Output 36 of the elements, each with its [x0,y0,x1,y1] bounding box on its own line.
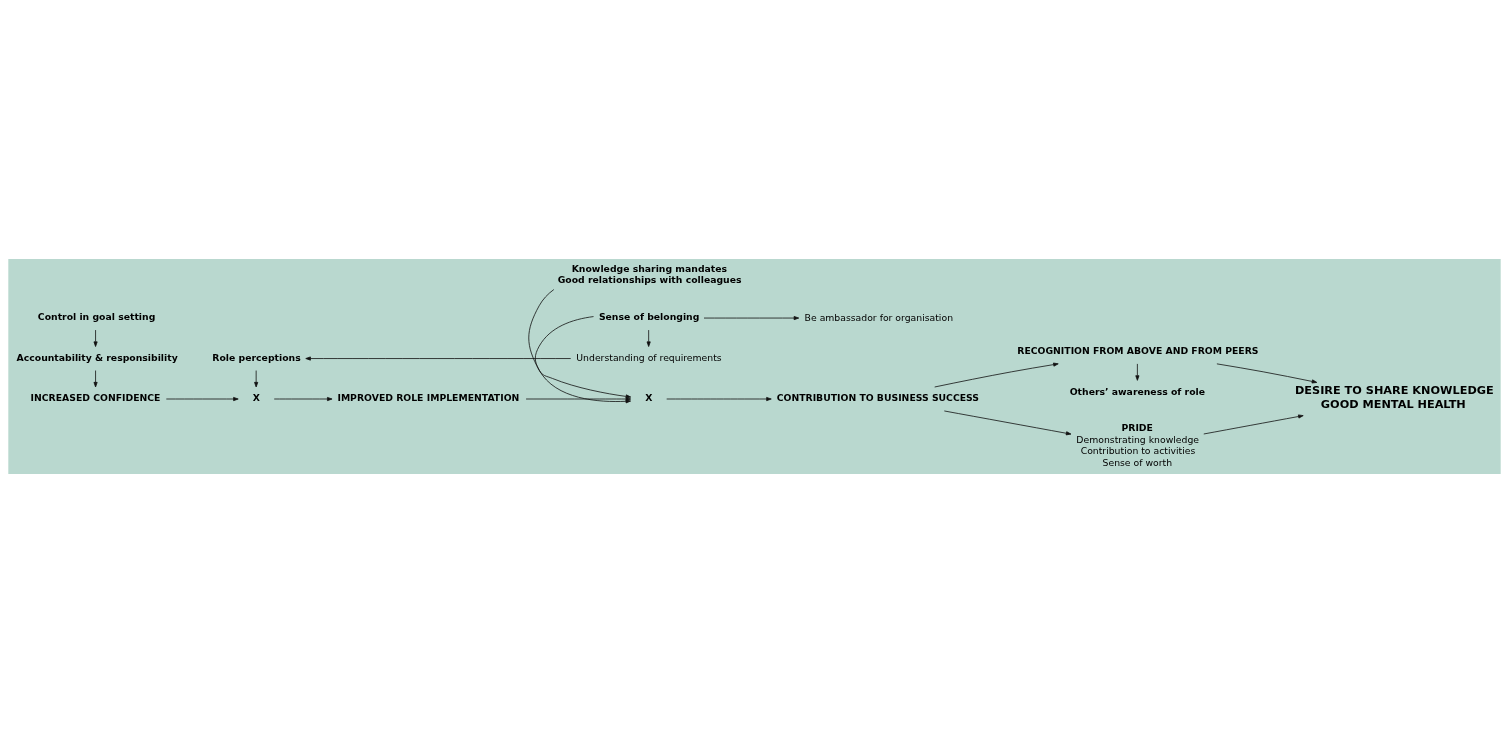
node-text: IMPROVED ROLE IMPLEMENTATION [337,392,520,404]
arrow [1216,363,1318,384]
arrow [525,397,632,402]
arrow [646,329,651,347]
arrow [165,397,239,402]
node-text: Control in goal setting [37,311,156,323]
node-text: X [645,392,653,404]
arrow [934,362,1059,388]
node-text: CONTRIBUTION TO BUSINESS SUCCESS [776,392,980,404]
node-text: Be ambassador for organisation [804,311,954,323]
arrow [703,316,800,321]
node-text: DESIRE TO SHARE KNOWLEDGE GOOD MENTAL HEALTH [1294,384,1494,412]
node-text: Others’ awareness of role [1069,385,1206,397]
arrow [254,370,259,388]
node-text: RECOGNITION FROM ABOVE AND FROM PEERS [1017,345,1259,357]
arrow [93,370,98,388]
node-text: Sense of belonging [598,311,700,323]
node-text: Role perceptions [212,351,301,363]
node-text: X [252,392,260,404]
node-label: Demonstrating knowledge [1076,433,1200,445]
arrow [1203,414,1304,435]
arrow [534,316,632,399]
arrow [666,397,772,402]
node-label: Contribution to activities [1080,445,1196,457]
node-label: Sense of worth [1102,456,1173,468]
arrow [1135,363,1140,381]
node-text: INCREASED CONFIDENCE [30,392,161,404]
arrow [305,356,572,361]
node-text: Understanding of requirements [576,352,722,364]
node-text: Accountability & responsibility [16,351,178,363]
arrow [273,397,333,402]
arrow [93,329,98,347]
arrow [528,289,632,404]
node-text: Knowledge sharing mandates Good relationships with colleagues [557,262,742,286]
node-text: PRIDE [1121,422,1153,433]
arrow [943,410,1072,436]
